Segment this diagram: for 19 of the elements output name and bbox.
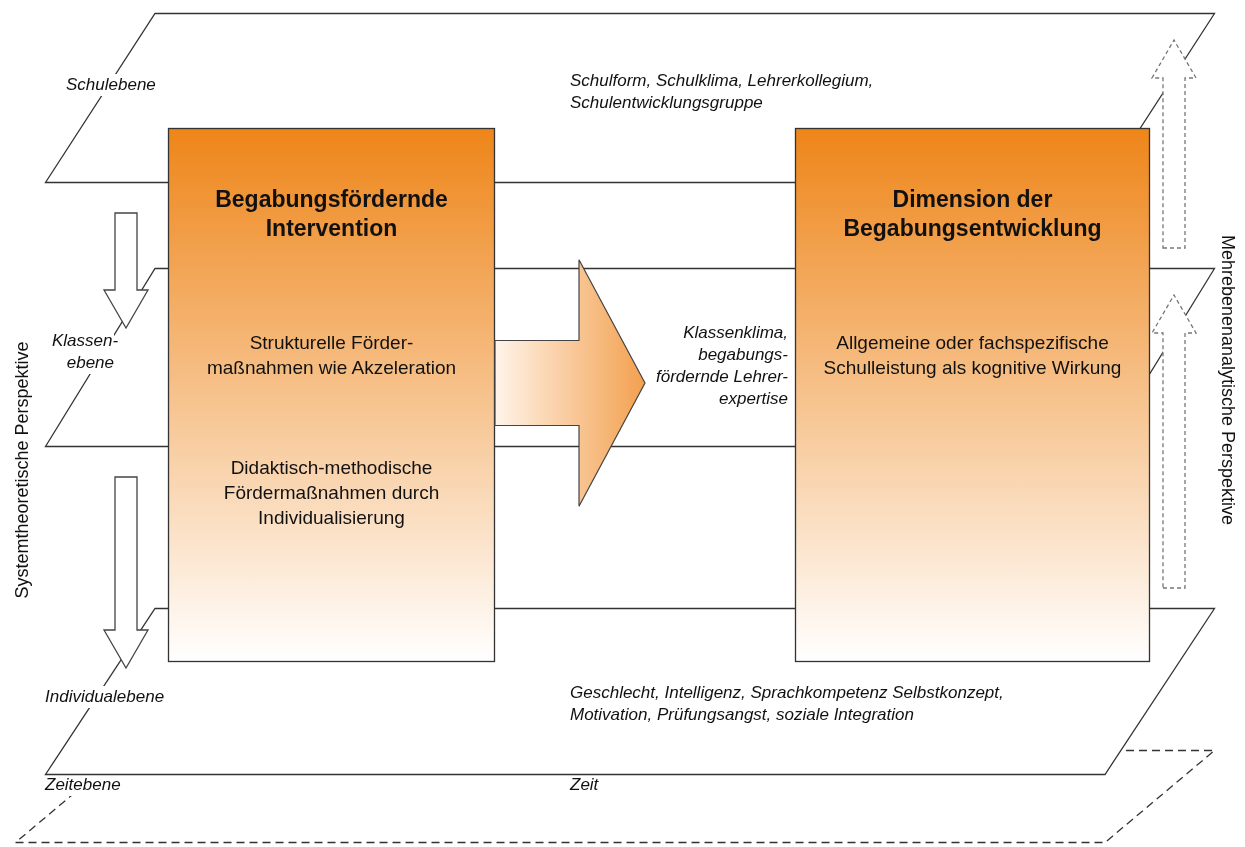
block-arrow: [102, 212, 150, 330]
layer-text: Klassenklima, begabungs- fördernde Lehrer- expertise: [655, 322, 788, 410]
layer-text: Schulform, Schulklima, Lehrerkollegium, Schulentwicklungsgruppe: [570, 70, 875, 114]
box-text: Strukturelle Förder- maßnahmen wie Akzeleration: [205, 331, 458, 380]
layer-name: Individualebene: [45, 686, 165, 708]
layer-text: Zeit: [570, 774, 600, 796]
perspective-label: Mehrebenenanalytische Perspektive: [1217, 234, 1239, 526]
layer-name: Zeitebene: [45, 774, 121, 796]
perspective-label: Systemtheoretische Perspektive: [11, 341, 33, 599]
box-text: Didaktisch-methodische Fördermaßnahmen durch Individualisierung: [222, 456, 441, 530]
box-heading: Dimension der Begabungsentwicklung: [842, 185, 1103, 243]
layer-text: Geschlecht, Intelligenz, Sprachkompetenz Selbstkonzept, Motivation, Prüfungsangst, soziale Integration: [570, 682, 1005, 726]
block-arrow: [494, 259, 646, 507]
box-text: Allgemeine oder fachspezifische Schulleistung als kognitive Wirkung: [822, 331, 1123, 380]
block-arrow: [1150, 38, 1198, 249]
box-heading: Begabungsfördernde Intervention: [214, 185, 449, 243]
block-arrow: [1150, 293, 1198, 589]
block-arrow: [102, 476, 150, 670]
layer-name: Schulebene: [66, 74, 156, 96]
